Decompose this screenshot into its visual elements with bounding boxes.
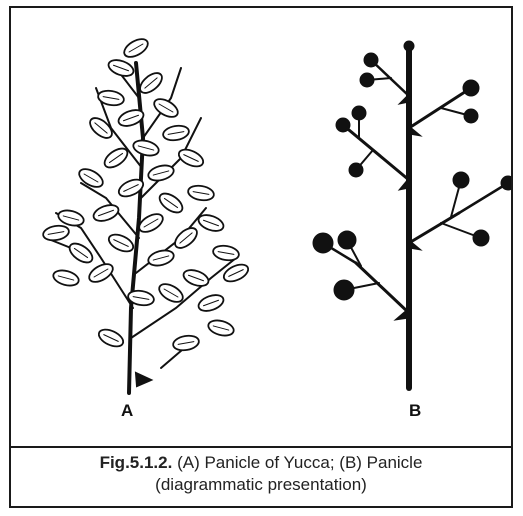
flower-dot [453,172,469,188]
flower-dot [364,53,378,67]
caption-text-1: (A) Panicle of Yucca; (B) Panicle [177,453,422,472]
caption-divider [11,446,511,448]
panicle-diagram-drawing [313,41,511,388]
flower-dot [464,109,478,123]
figure-area: A B [11,8,511,446]
caption-line-2: (diagrammatic presentation) [11,474,511,496]
panicle-illustration [11,8,511,446]
flower-dot [334,280,354,300]
flower-dot [463,80,479,96]
caption-figure-number: Fig.5.1.2. [100,453,173,472]
panel-a-label: A [121,401,133,421]
panicle-yucca-drawing [42,35,251,393]
flower-dot [352,106,366,120]
panel-b-label: B [409,401,421,421]
flower-dot [336,118,350,132]
caption-line-1: Fig.5.1.2. (A) Panicle of Yucca; (B) Pan… [11,452,511,474]
flower-dot [473,230,489,246]
figure-caption: Fig.5.1.2. (A) Panicle of Yucca; (B) Pan… [11,452,511,496]
flower-dot [404,41,414,51]
flower-dot [360,73,374,87]
flower-dot [501,176,511,190]
flower-dot [338,231,356,249]
flower-dot [313,233,333,253]
flower-dot [349,163,363,177]
